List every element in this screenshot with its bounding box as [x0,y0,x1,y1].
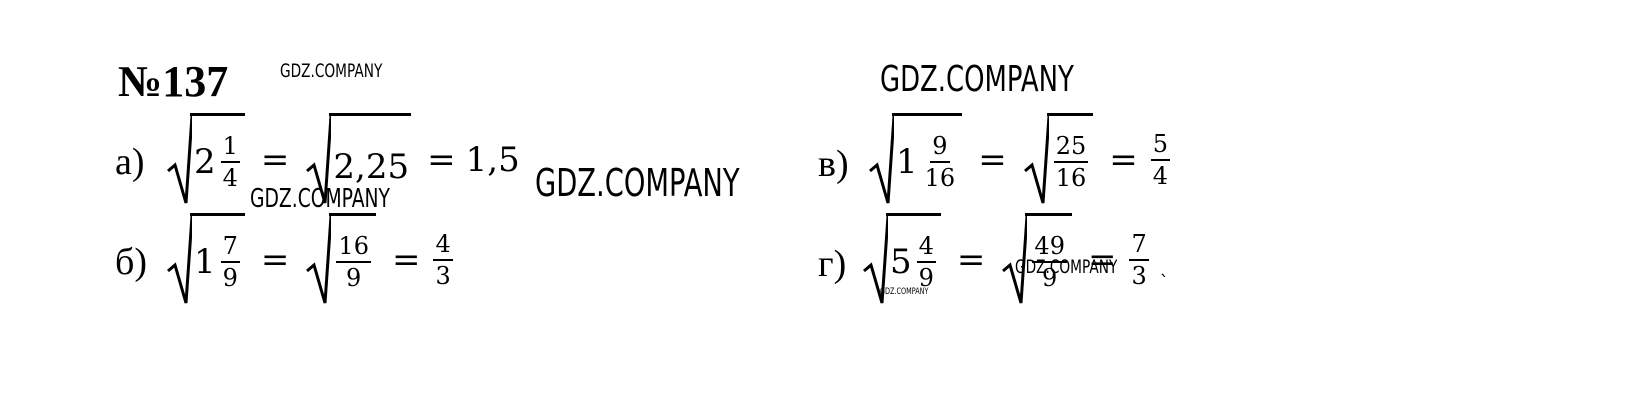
numerator: 9 [930,131,950,163]
numerator: 49 [1032,231,1067,263]
label-b: б) [115,241,147,283]
equals-sign: = [1087,240,1117,280]
sqrt-sign: 1 7 9 [166,213,245,307]
watermark-tiny: GDZ.COMPANY [880,287,929,297]
sqrt-sign: 2,25 [305,113,412,207]
fraction: 7 9 [220,231,240,293]
fraction: 4 9 [916,231,936,293]
sqrt-sign: 1 9 16 [868,113,963,207]
watermark-small-top: GDZ.COMPANY [280,60,383,82]
equals-sign: = [956,240,986,280]
denominator: 3 [435,262,451,290]
sqrt-sign: 2 1 4 [166,113,245,207]
numerator: 7 [220,231,240,263]
equals-sign: = [978,140,1007,180]
denominator: 9 [222,263,238,292]
sqrt-sign: 16 9 [305,213,376,307]
watermark-middle: GDZ.COMPANY [535,161,740,205]
equals-sign: = [427,140,456,180]
denominator: 9 [1042,263,1058,292]
denominator: 4 [222,163,238,192]
label-a: а) [115,141,145,183]
numerator: 5 [1150,129,1171,161]
whole-part: 1 [194,241,216,282]
label-g: г) [818,243,847,285]
whole-part: 1 [896,141,918,182]
denominator: 3 [1131,262,1147,290]
denominator: 16 [924,163,956,192]
numerator: 4 [433,229,453,261]
watermark-under-a: GDZ.COMPANY [250,184,390,214]
denominator: 9 [918,263,934,292]
numerator: 4 [916,231,936,263]
sqrt-sign: 5 4 9 [862,213,941,307]
numerator: 25 [1053,131,1089,163]
radicand: 2,25 [333,146,410,187]
numerator: 7 [1129,229,1149,261]
denominator: 4 [1152,162,1169,190]
denominator: 16 [1055,163,1087,192]
denominator: 9 [346,263,362,292]
numerator: 16 [336,231,371,263]
equals-sign: = [260,140,290,180]
equals-sign: = [260,240,290,280]
fraction: 16 9 [336,231,371,293]
result-fraction: 7 3 [1129,229,1149,291]
whole-part: 5 [890,241,912,282]
equals-sign: = [391,240,421,280]
sqrt-sign: 49 9 [1001,213,1072,307]
result-fraction: 4 3 [433,229,453,291]
problem-number: №137 [118,57,229,106]
sqrt-sign: 25 16 [1023,113,1094,207]
watermark-top-right: GDZ.COMPANY [880,59,1074,100]
whole-part: 2 [194,141,216,182]
fraction: 49 9 [1032,231,1067,293]
result-fraction: 5 4 [1150,129,1171,191]
fraction: 1 4 [220,131,240,193]
label-v: в) [818,143,849,185]
fraction: 25 16 [1053,131,1089,193]
equals-sign: = [1109,140,1138,180]
numerator: 1 [220,131,240,163]
result: 1,5 [465,140,520,180]
equation-b: 1 7 9 = 16 9 = 4 3 [160,213,456,307]
fraction: 9 16 [923,131,958,193]
equation-a: 2 1 4 = 2,25 = 1,5 [160,113,520,207]
stray-mark: ` [1159,272,1169,293]
equation-v: 1 9 16 = 25 16 = 5 4 [862,113,1173,207]
equation-g: 5 4 9 = 49 9 = 7 3 ` [856,213,1169,307]
